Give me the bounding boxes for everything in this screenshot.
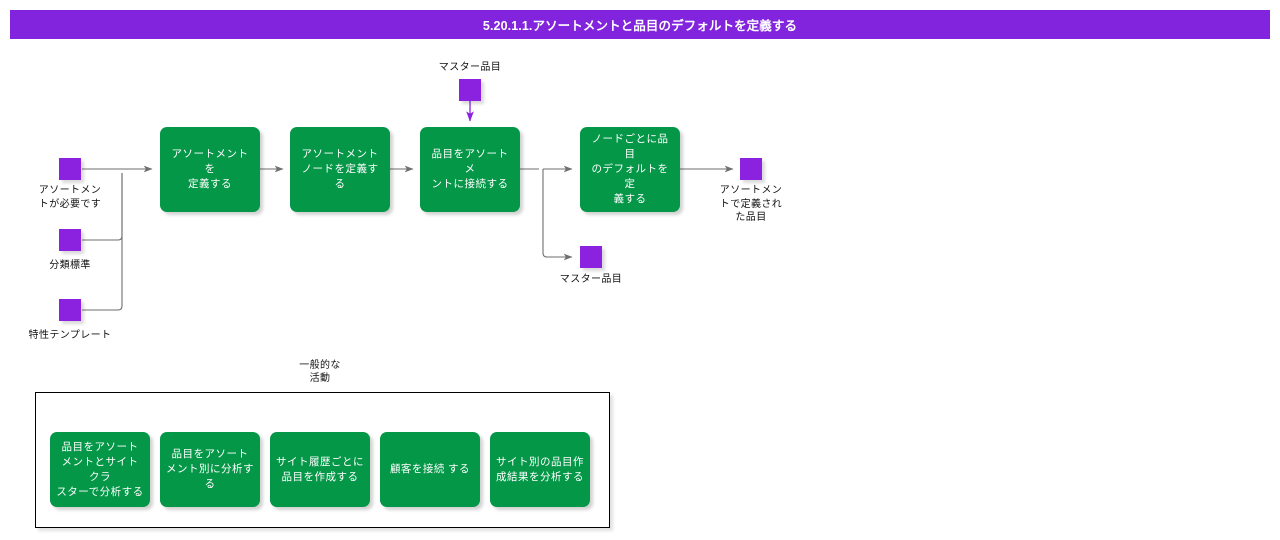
data-label-assortment-defined-items: アソートメン トで定義され た品目 [719,185,783,223]
process-label-define-assortment: アソートメントを 定義する [171,149,249,190]
activity-box-analyze-item-assortment-site-cluster[interactable]: 品目をアソート メントとサイト クラ スターで分析する [50,432,150,507]
data-label-attribute-template: 特性テンプレート [28,330,112,341]
activity-box-analyze-item-creation-by-site[interactable]: サイト別の品目作 成結果を分析する [490,432,590,507]
data-node-assortment-defined-items[interactable] [740,158,762,180]
process-box-define-assortment-node[interactable]: アソートメント ノードを定義する [290,127,390,212]
activity-label-connect-customer: 顧客を接続 する [389,464,471,475]
data-label-master-item-top: マスター品目 [438,62,502,73]
process-box-connect-item-to-assortment[interactable]: 品目をアソートメ ントに接続する [420,127,520,212]
data-label-master-item-branch: マスター品目 [559,274,623,285]
process-label-define-assortment-node: アソートメント ノードを定義する [301,149,379,190]
page-title-bar: 5.20.1.1.アソートメントと品目のデフォルトを定義する [10,10,1270,39]
activity-box-connect-customer[interactable]: 顧客を接続 する [380,432,480,507]
data-label-assortment-required: アソートメン トが必要です [38,185,102,210]
activity-box-create-item-per-site-history[interactable]: サイト履歴ごとに 品目を作成する [270,432,370,507]
activity-label-analyze-item-by-assortment: 品目をアソート メント別に分析する [166,449,254,490]
data-node-master-item-branch[interactable] [580,246,602,268]
data-label-classification-standard: 分類標準 [49,260,91,271]
process-box-define-assortment[interactable]: アソートメントを 定義する [160,127,260,212]
data-node-attribute-template[interactable] [59,299,81,321]
data-node-master-item-top[interactable] [459,79,481,101]
page-title: 5.20.1.1.アソートメントと品目のデフォルトを定義する [482,19,798,33]
process-label-connect-item-to-assortment: 品目をアソートメ ントに接続する [431,149,509,190]
activity-box-analyze-item-by-assortment[interactable]: 品目をアソート メント別に分析する [160,432,260,507]
data-node-classification-standard[interactable] [59,229,81,251]
activity-label-analyze-item-creation-by-site: サイト別の品目作 成結果を分析する [496,456,584,483]
process-box-define-item-defaults-per-node[interactable]: ノードごとに品目 のデフォルトを定 義する [580,127,680,212]
activity-label-analyze-item-assortment-site-cluster: 品目をアソート メントとサイト クラ スターで分析する [56,441,144,498]
activities-caption: 一般的な 活動 [299,360,341,384]
process-label-define-item-defaults-per-node: ノードごとに品目 のデフォルトを定 義する [591,134,669,205]
data-node-assortment-required[interactable] [59,158,81,180]
activity-label-create-item-per-site-history: サイト履歴ごとに 品目を作成する [276,456,364,483]
